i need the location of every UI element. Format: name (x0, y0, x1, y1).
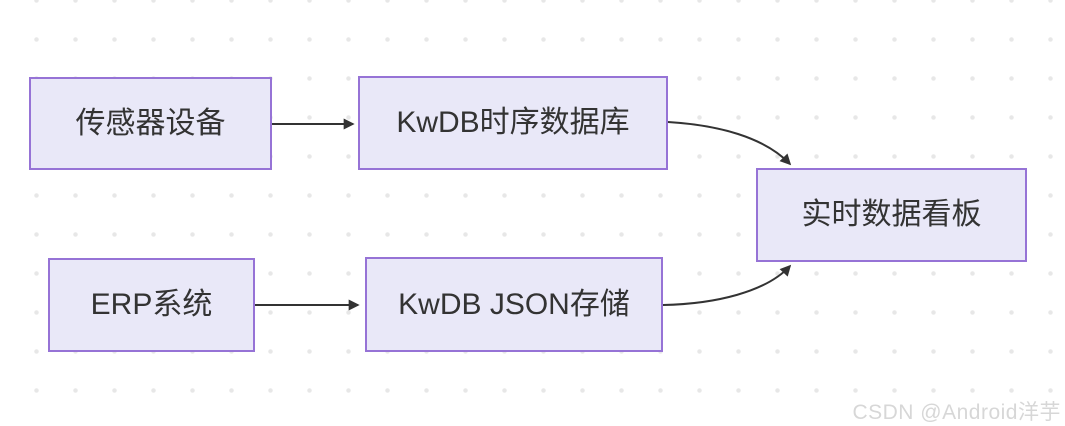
node-sensor-device-label: 传感器设备 (75, 106, 226, 140)
edge-kwdb-json-to-dashboard (662, 264, 792, 306)
node-erp-system-label: ERP系统 (90, 288, 213, 321)
edge-kwdb-timeseries-to-dashboard (667, 121, 792, 166)
node-erp-system: ERP系统 (48, 258, 255, 352)
node-kwdb-timeseries-db: KwDB时序数据库 (358, 76, 668, 170)
node-kwdb-json-storage-label: KwDB JSON存储 (398, 287, 630, 321)
node-kwdb-timeseries-db-label: KwDB时序数据库 (396, 106, 630, 139)
node-kwdb-json-storage: KwDB JSON存储 (365, 257, 663, 352)
node-realtime-dashboard: 实时数据看板 (756, 168, 1027, 262)
node-sensor-device: 传感器设备 (29, 77, 272, 170)
watermark: CSDN @Android洋芋 (852, 401, 1061, 424)
node-realtime-dashboard-label: 实时数据看板 (801, 198, 982, 231)
